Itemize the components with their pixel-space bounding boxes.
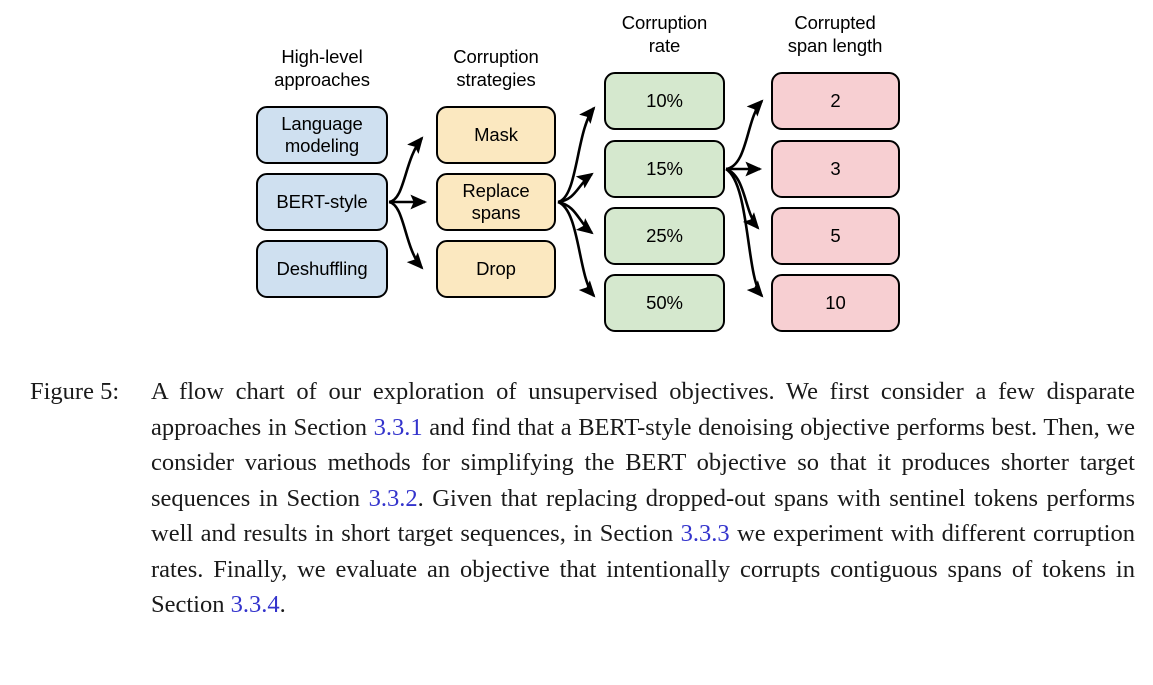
node-span-2[interactable]: 2 [771,72,900,130]
section-link-3-3-2[interactable]: 3.3.2 [368,484,418,512]
edge-replace-to-10 [557,106,596,204]
node-replace-spans[interactable]: Replace spans [436,173,556,231]
node-span-10[interactable]: 10 [771,274,900,332]
node-span-3[interactable]: 3 [771,140,900,198]
node-language-modeling[interactable]: Language modeling [256,106,388,164]
node-drop[interactable]: Drop [436,240,556,298]
column-header-corruption-rate: Corruption rate [621,12,708,56]
section-link-3-3-3[interactable]: 3.3.3 [680,520,730,547]
edge-15-to-2 [725,99,764,171]
caption-body: A flow chart of our exploration of unsup… [151,374,1135,623]
edge-bert-to-drop [388,200,424,270]
node-rate-25[interactable]: 25% [604,207,725,265]
flowchart-arrows [388,99,764,298]
section-link-3-3-4[interactable]: 3.3.4 [230,591,280,618]
figure-caption: Figure 5: A flow chart of our exploratio… [30,374,1135,623]
node-bert-style[interactable]: BERT-style [256,173,388,231]
caption-text-3: . Given that replacing dropped-out spans… [151,484,1135,548]
caption-label: Figure 5: [30,378,120,405]
node-rate-10[interactable]: 10% [604,72,725,130]
edge-replace-to-50 [557,200,596,298]
node-rate-15[interactable]: 15% [604,140,725,198]
caption-text-1: A flow chart of our exploration of unsup… [151,378,1135,441]
figure-flowchart: High-level approaches Corruption strateg… [256,12,900,332]
column-header-corrupted-span-length: Corrupted span length [787,12,883,56]
caption-text-2: and find that a BERT-style denoising obj… [151,413,1135,512]
section-link-3-3-1[interactable]: 3.3.1 [373,413,423,441]
column-header-high-level-approaches: High-level approaches [274,46,370,90]
node-rate-50[interactable]: 50% [604,274,725,332]
node-deshuffling[interactable]: Deshuffling [256,240,388,298]
edge-replace-to-15 [557,172,594,204]
node-mask[interactable]: Mask [436,106,556,164]
column-header-corruption-strategies: Corruption strategies [453,46,539,90]
node-span-5[interactable]: 5 [771,207,900,265]
edge-15-to-10 [725,167,764,298]
caption-text-5: . [279,591,286,618]
edge-bert-to-mask [388,136,424,204]
caption-text-4: we experiment with different corruption … [151,520,1135,618]
